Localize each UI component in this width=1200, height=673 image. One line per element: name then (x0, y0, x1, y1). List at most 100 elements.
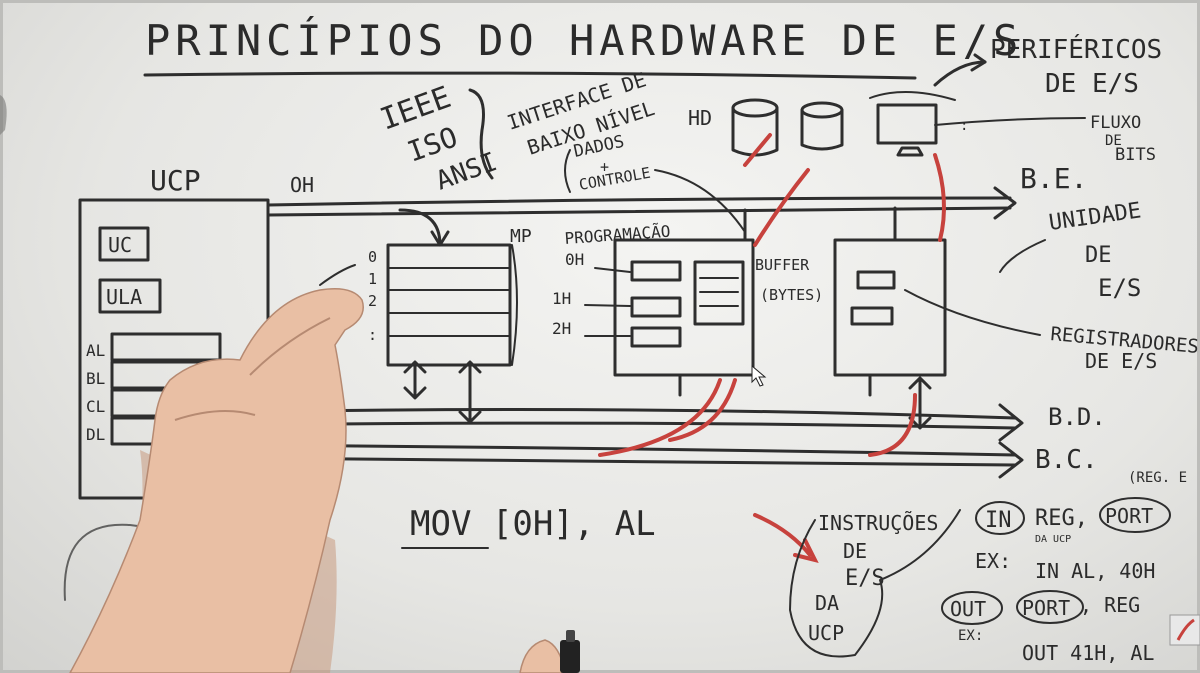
dados-label-3: CONTROLE (578, 164, 652, 194)
unit-label-3: E/S (1098, 274, 1141, 302)
bus-bc-arrow (998, 441, 1024, 479)
red-flow-arrow-hd (743, 133, 772, 167)
mp-bd-link (403, 360, 427, 400)
red-flow-arrow-bus-3 (868, 393, 917, 457)
al-label: AL (86, 341, 105, 360)
io-controller-1 (613, 238, 755, 377)
more-peripherals-dots: : (960, 118, 968, 134)
presenter-hand (69, 288, 364, 673)
red-pointer-arrow (753, 513, 812, 557)
buffer-label: BUFFER (755, 256, 810, 274)
io1-buffer-lines (699, 277, 739, 307)
marker-in-hand (519, 630, 580, 673)
slot-1-label: 1 (368, 270, 377, 288)
io1-buffer-box (693, 260, 745, 326)
io1-register-0h (630, 260, 682, 282)
mp-address-arrow-head (430, 230, 450, 247)
bus-be-line-2 (266, 206, 1012, 217)
dl-label: DL (86, 425, 105, 444)
uc-label: UC (108, 233, 132, 257)
red-flow-arrow-monitor (933, 153, 946, 242)
bus-label-be: B.E. (1020, 162, 1087, 195)
out-port: PORT (1022, 596, 1070, 620)
title-underline (143, 71, 917, 80)
instrucoes-label-2: DE (843, 539, 867, 563)
mouse-cursor-icon (751, 364, 767, 387)
cl-label: CL (86, 397, 105, 416)
red-pointer-head (793, 538, 819, 563)
slot-dots-label: : (368, 326, 377, 344)
io1-register-1h (630, 296, 682, 318)
peripherals-brace (869, 91, 956, 101)
hd-disk-icon (731, 98, 779, 157)
channel-logo-icon (1169, 614, 1200, 646)
io2-register-1 (856, 270, 896, 290)
red-flow-arrow-bus-1 (598, 378, 722, 457)
da-ucp-note: DA UCP (1035, 534, 1071, 545)
peripherals-label-2: DE E/S (1045, 69, 1139, 99)
disk-drive-icon (800, 101, 844, 151)
out-keyword-circle (941, 591, 1003, 625)
peripherals-label-1: PERIFÉRICOS (990, 33, 1162, 65)
red-flow-arrow-bus-2 (668, 378, 737, 442)
io1-register-2h (630, 326, 682, 348)
port-pointers (584, 267, 631, 337)
port-1h-label: 1H (552, 289, 571, 308)
instrucoes-label-4: DA (815, 591, 839, 615)
io-controller-2 (833, 238, 947, 377)
hd-label: HD (688, 106, 712, 130)
bus-be-arrow (993, 186, 1017, 220)
reg-e-note: (REG. E (1128, 470, 1187, 486)
ucp-label: UCP (150, 164, 201, 197)
bus-bc-line-2 (238, 456, 1017, 467)
board-shadow (0, 95, 7, 135)
unit-pointer (999, 239, 1046, 273)
memory-box (386, 243, 512, 367)
in-example: IN AL, 40H (1035, 559, 1155, 583)
unit-label-2: DE (1085, 243, 1112, 268)
instrucoes-label-1: INSTRUÇÕES (818, 511, 938, 535)
slot-0-label: 0 (368, 248, 377, 266)
out-port-circle (1016, 590, 1084, 624)
memory-cells (387, 267, 511, 337)
flow-label-2: DE (1105, 133, 1122, 149)
io2-register-2 (850, 306, 894, 326)
instrucoes-label-3: E/S (845, 566, 885, 591)
bus-label-bd: B.D. (1048, 403, 1106, 431)
bus-bd-line-2 (238, 421, 1017, 430)
in-port: PORT (1105, 504, 1153, 528)
in-args: REG, (1035, 506, 1088, 531)
bus-bd-line-1 (238, 408, 1017, 420)
ieee-brace (468, 88, 494, 180)
bl-label: BL (86, 369, 105, 388)
peripherals-arrow-head (970, 53, 987, 72)
red-flow-arrow-disk (753, 168, 810, 247)
instrucoes-enclosure (789, 509, 961, 658)
pointer-to-slot (319, 264, 356, 286)
board-title: PRINCÍPIOS DO HARDWARE DE E/S (145, 15, 1023, 65)
regs-label-2: DE E/S (1085, 349, 1157, 373)
monitor-icon (876, 103, 938, 157)
port-2h-label: 2H (552, 319, 571, 338)
flow-label-3: BITS (1115, 145, 1156, 165)
address-oh-label: OH (290, 173, 314, 197)
dados-brace (564, 149, 571, 193)
bus-bd-arrow (998, 403, 1024, 442)
unit-label-1: UNIDADE (1047, 198, 1142, 236)
ex2-label: EX: (958, 628, 983, 644)
memory-brace (511, 244, 518, 366)
bus-be-line-1 (266, 196, 1012, 207)
out-args: , REG (1080, 593, 1140, 617)
out-keyword: OUT (950, 597, 986, 621)
interface-arrow (654, 169, 746, 233)
in-keyword: IN (985, 508, 1012, 533)
port-0h-label: 0H (565, 250, 584, 269)
out-example: OUT 41H, AL (1022, 641, 1154, 665)
in-port-circle (1099, 497, 1171, 533)
mp-address-arrow (398, 208, 442, 247)
ula-box (98, 278, 162, 314)
uc-box (98, 226, 150, 262)
bytes-label: (BYTES) (760, 286, 823, 304)
